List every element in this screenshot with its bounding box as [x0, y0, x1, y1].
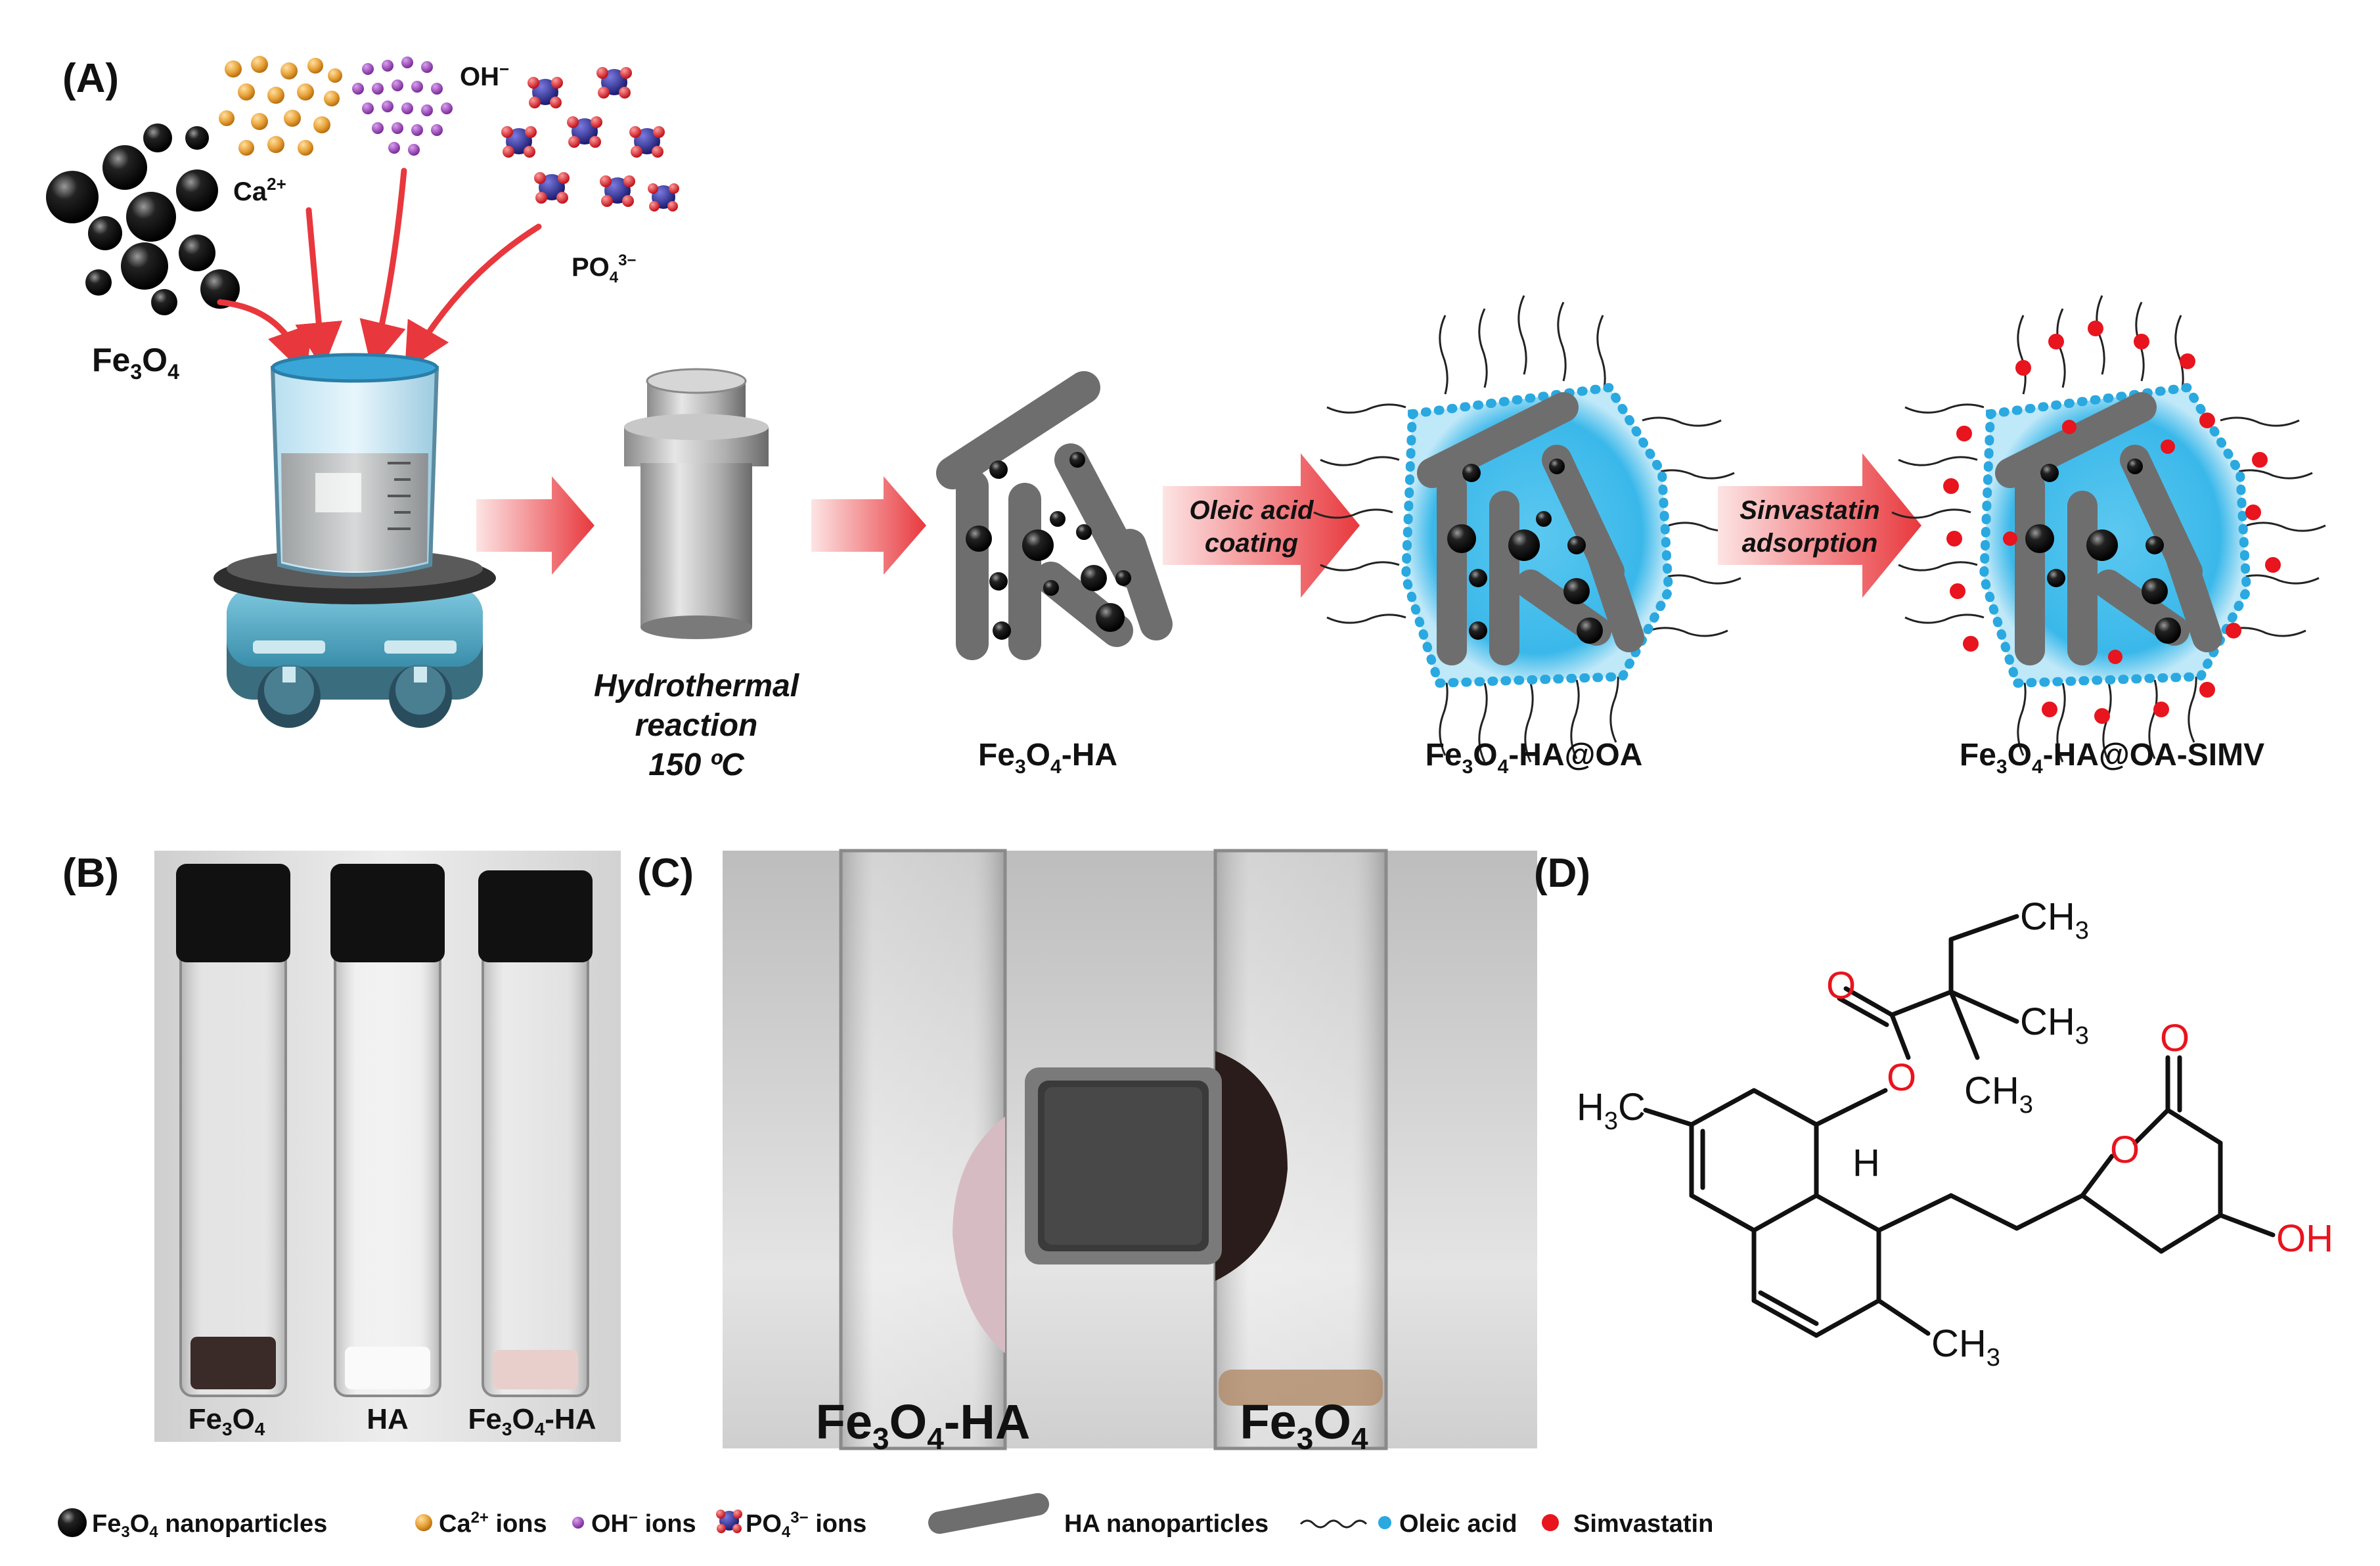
vial-ha-label: HA: [367, 1403, 409, 1435]
process-arrow-2: [811, 476, 926, 575]
oh-ion-label: OH−: [460, 59, 509, 91]
magnet-photo: [723, 849, 1537, 1450]
process-arrow-1: [476, 476, 595, 575]
legend-po4-label: PO43− ions: [746, 1509, 866, 1541]
photo-fe3o4-ha-label: Fe3O4-HA: [816, 1395, 1031, 1456]
legend-oleic-swatch: [1299, 1519, 1368, 1529]
fe3o4-ha-label: Fe3O4-HA: [978, 738, 1117, 778]
fe3o4-ha-oa-simv-product: [1891, 295, 2326, 763]
fe3o4-ha-product: [936, 371, 1173, 660]
legend-oh-swatch: [572, 1517, 584, 1529]
vial-fe3o4-ha-label: Fe3O4-HA: [468, 1403, 596, 1439]
legend-simv-swatch: [1542, 1514, 1559, 1531]
lactone-oxygen: O: [2110, 1129, 2140, 1171]
oleic-coating-arrow: [1163, 453, 1360, 598]
legend-ha-label: HA nanoparticles: [1064, 1510, 1269, 1538]
ester-carbonyl-oxygen: O: [1826, 964, 1856, 1007]
vials-photo: [154, 851, 621, 1442]
fe3o4-reagent-label: Fe3O4: [92, 342, 179, 384]
panel-a-label: (A): [62, 56, 119, 101]
structure-heteroatoms: H3C CH3 CH3 CH3 CH3 H O O O O OH: [1577, 895, 2333, 1372]
adsorption-label: adsorption: [1742, 529, 1878, 558]
ch3-bottom-label: CH3: [1931, 1322, 2000, 1372]
fe3o4-ha-oa-simv-label: Fe3O4-HA@OA-SIMV: [1960, 738, 2264, 778]
legend: Fe3O4 nanoparticles Ca2+ ions OH− ions P…: [58, 1493, 1713, 1541]
ca-ion-label: Ca2+: [233, 174, 286, 206]
sinvastatin-label: Sinvastatin: [1740, 496, 1879, 525]
lactone-carbonyl-oxygen: O: [2160, 1017, 2189, 1060]
h-label: H: [1852, 1142, 1880, 1184]
legend-ca-label: Ca2+ ions: [439, 1509, 547, 1538]
ca-ions-cluster: [219, 56, 342, 156]
fe3o4-nanoparticles-cluster: [46, 123, 240, 315]
panel-b-label: (B): [62, 851, 119, 896]
coating-label: coating: [1205, 529, 1298, 558]
beaker-on-hotplate: [213, 353, 496, 728]
legend-po4-swatch: [716, 1510, 742, 1533]
panel-c-label: (C): [637, 851, 694, 896]
h3c-label: H3C: [1577, 1086, 1646, 1135]
oh-ions-cluster: [352, 56, 453, 156]
simvastatin-structure: [1643, 914, 2276, 1338]
simvastatin-adsorption-arrow: [1718, 453, 1921, 598]
legend-oh-label: OH− ions: [591, 1509, 696, 1538]
po4-ion-label: PO43−: [572, 252, 637, 286]
panel-d-label: (D): [1534, 851, 1590, 896]
legend-fe3o4-swatch: [58, 1508, 87, 1537]
legend-fe3o4-label: Fe3O4 nanoparticles: [92, 1510, 327, 1541]
reaction-label: reaction: [635, 708, 758, 743]
legend-ca-swatch: [415, 1514, 432, 1531]
autoclave-reactor: [624, 368, 769, 639]
fe3o4-ha-oa-label: Fe3O4-HA@OA: [1426, 738, 1643, 778]
fe3o4-ha-oa-product: [1313, 295, 1748, 763]
hydrothermal-label: Hydrothermal: [594, 669, 800, 704]
legend-ha-swatch: [928, 1493, 1049, 1534]
feed-arrows: [217, 168, 542, 376]
legend-simv-label: Simvastatin: [1573, 1510, 1713, 1538]
photo-fe3o4-label: Fe3O4: [1240, 1395, 1368, 1456]
ch3-mid-label: CH3: [2020, 1000, 2089, 1050]
ester-oxygen: O: [1887, 1056, 1916, 1099]
temperature-label: 150 ºC: [648, 748, 745, 782]
legend-oleic-head: [1378, 1516, 1391, 1529]
oleic-acid-label: Oleic acid: [1190, 496, 1315, 525]
ch3-top-label: CH3: [2020, 895, 2089, 945]
vial-fe3o4-label: Fe3O4: [189, 1403, 265, 1439]
legend-oleic-label: Oleic acid: [1399, 1510, 1517, 1538]
ch3-low-label: CH3: [1964, 1069, 2033, 1119]
hydroxyl-label: OH: [2276, 1217, 2333, 1260]
po4-ions-cluster: [501, 67, 679, 212]
